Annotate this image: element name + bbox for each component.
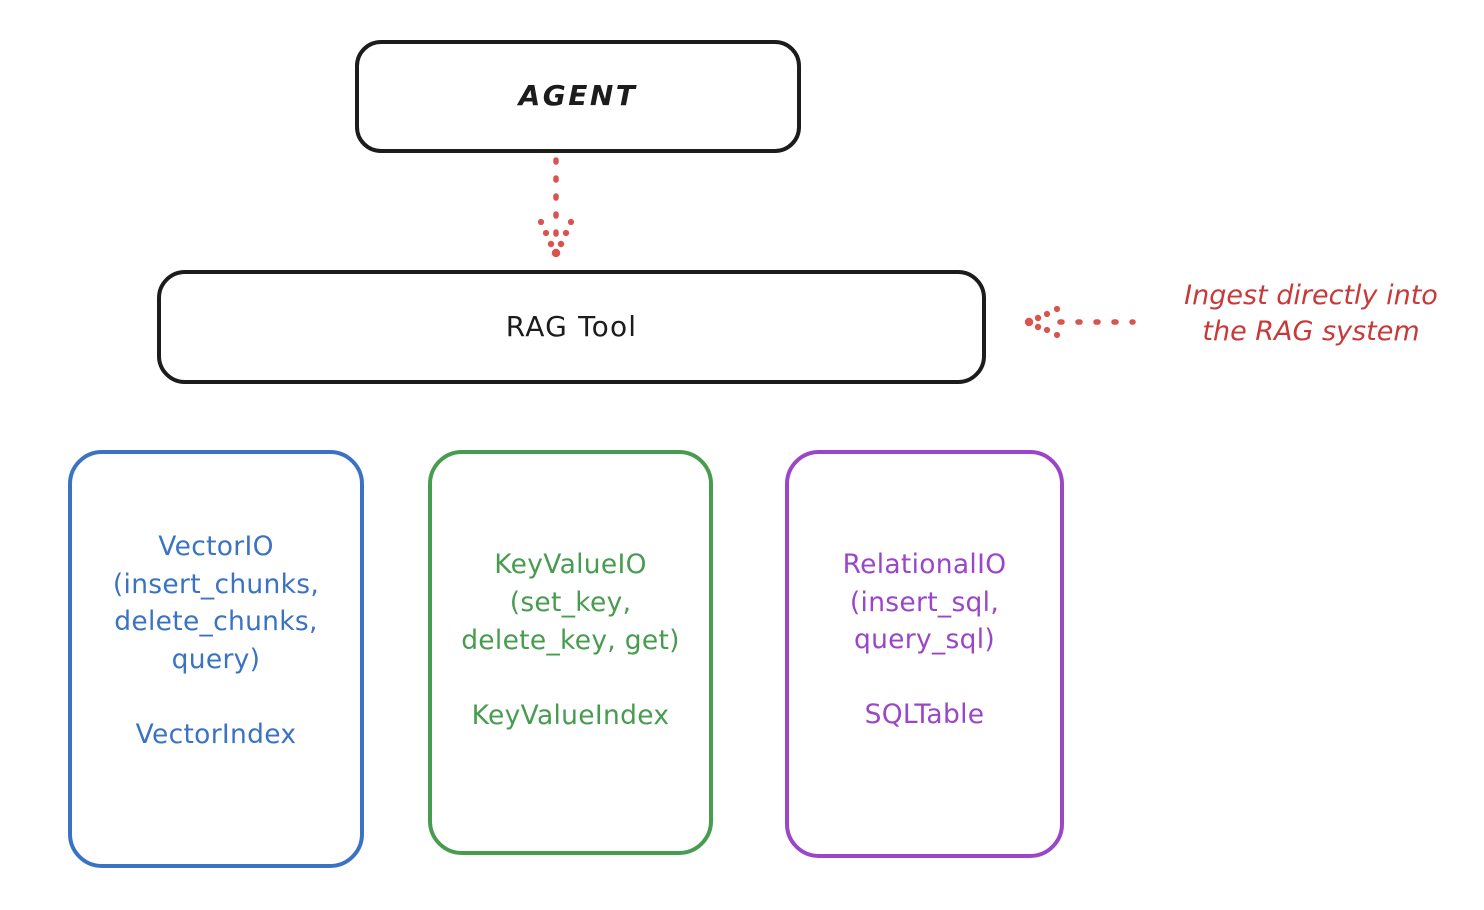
edge-agent-to-rag-tool xyxy=(537,157,575,258)
annotation-ingest: Ingest directly into the RAG system xyxy=(1184,280,1438,348)
edge-ingest-to-rag-tool-arrowhead xyxy=(1024,305,1061,339)
node-relational-io[interactable]: RelationalIO (insert_sql, query_sql) SQL… xyxy=(785,450,1064,858)
edge-agent-to-rag-tool-arrowhead xyxy=(537,218,575,258)
node-relational-io-label: RelationalIO (insert_sql, query_sql) SQL… xyxy=(842,548,1007,731)
node-key-value-io-label: KeyValueIO (set_key, delete_key, get) Ke… xyxy=(461,549,680,731)
node-vector-io-label: VectorIO (insert_chunks, delete_chunks, … xyxy=(112,531,320,751)
node-vector-io[interactable]: VectorIO (insert_chunks, delete_chunks, … xyxy=(68,450,364,868)
node-rag-tool[interactable]: RAG Tool xyxy=(157,270,986,384)
node-rag-tool-label: RAG Tool xyxy=(505,309,638,343)
edge-ingest-to-rag-tool xyxy=(1024,305,1136,339)
node-agent[interactable]: AGENT xyxy=(355,40,801,153)
node-agent-label: AGENT xyxy=(518,79,638,113)
node-key-value-io[interactable]: KeyValueIO (set_key, delete_key, get) Ke… xyxy=(428,450,713,855)
